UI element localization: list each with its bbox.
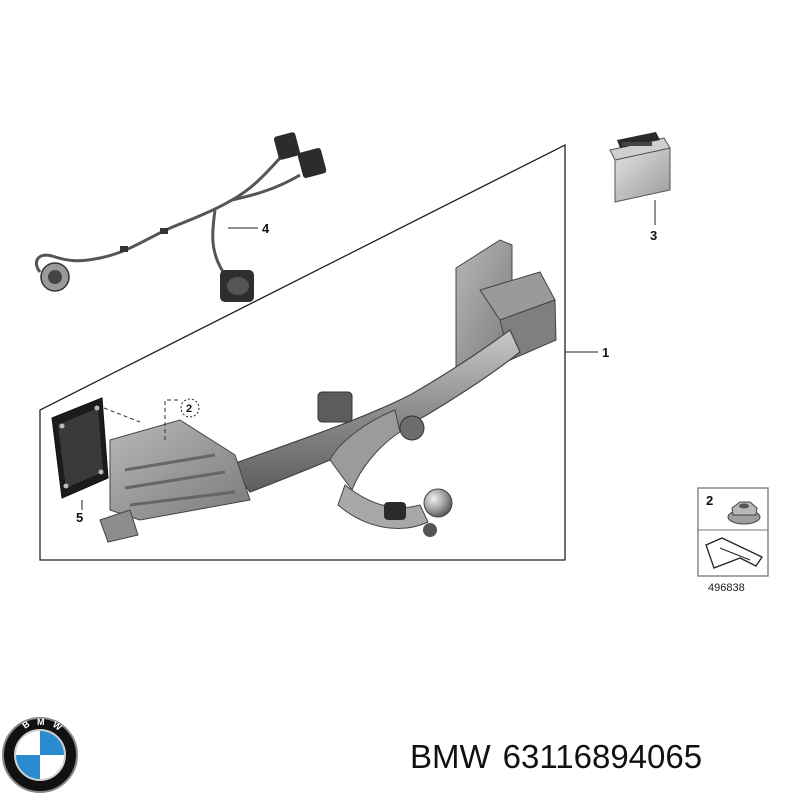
callout-3: 3 (650, 228, 657, 243)
assembly-frame (39, 143, 566, 561)
brand-name: BMW (410, 738, 491, 775)
callout-4: 4 (262, 221, 270, 236)
legend-box: 2 496838 (697, 487, 769, 594)
svg-text:B: B (20, 718, 31, 730)
nut-icon (727, 501, 761, 525)
legend-number: 2 (706, 493, 713, 508)
gasket-plate-illustration (51, 397, 141, 499)
part-caption: BMW 63116894065 (410, 738, 714, 776)
callout-2: 2 (186, 403, 192, 415)
arrow-icon (705, 537, 763, 569)
wiring-harness-illustration (35, 132, 327, 302)
svg-text:M: M (37, 717, 45, 727)
legend-code: 496838 (708, 582, 745, 594)
part-number: 63116894065 (502, 738, 703, 775)
tow-bar-illustration (99, 239, 557, 543)
nut-marker (164, 398, 200, 440)
callout-5: 5 (76, 510, 83, 525)
bmw-logo: B M W (2, 717, 78, 793)
control-module-illustration (609, 132, 671, 203)
callout-1: 1 (602, 345, 609, 360)
